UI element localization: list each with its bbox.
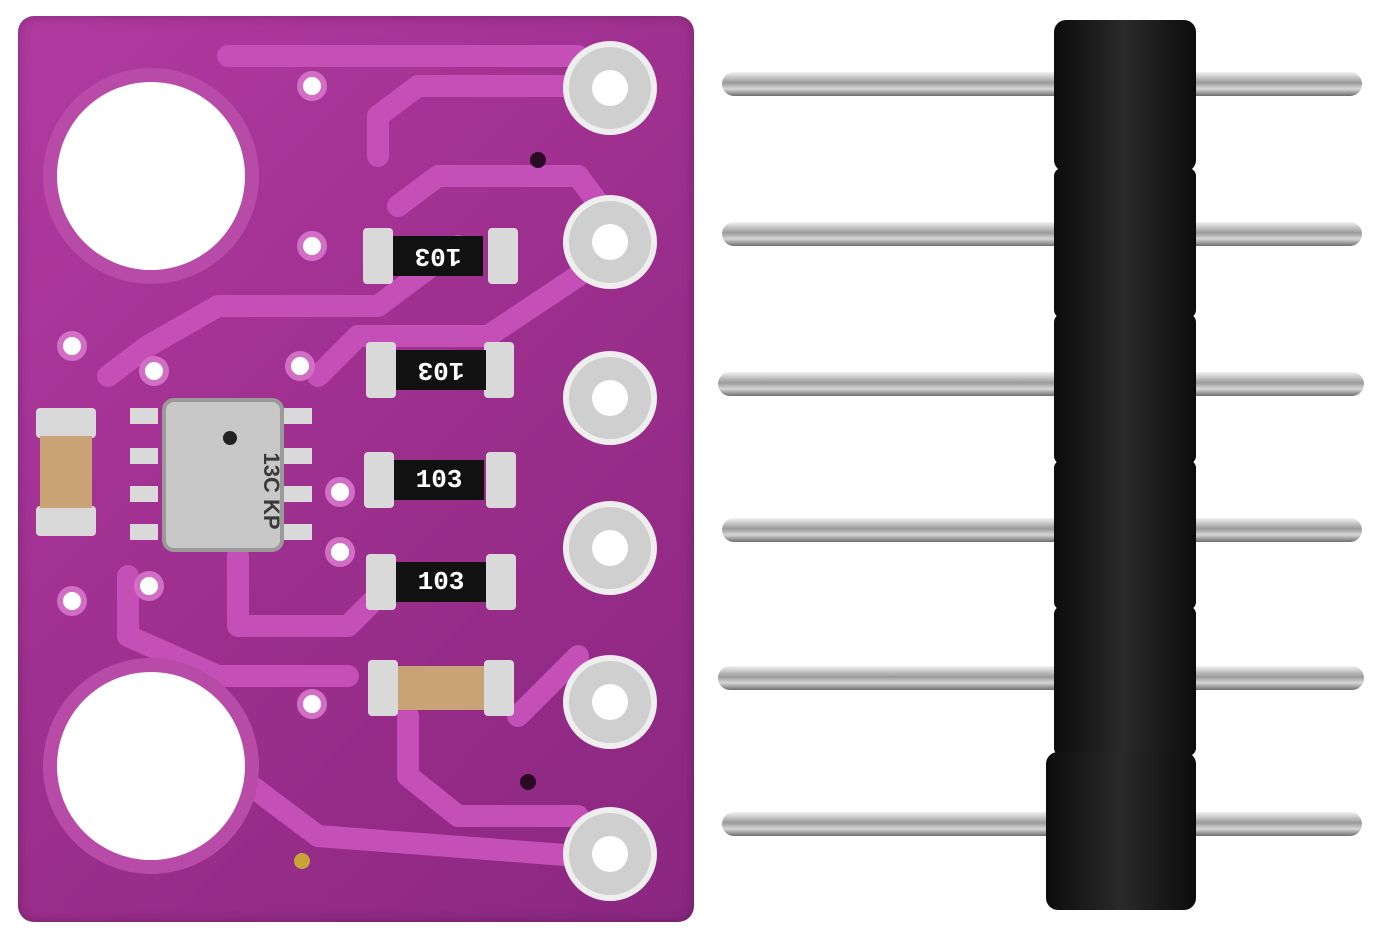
header-pins xyxy=(718,72,1364,836)
pcb-board: 103 103 103 103 13C KP xyxy=(18,16,694,922)
header-pin-2 xyxy=(722,222,1362,246)
capacitor-left xyxy=(40,436,92,508)
header-plastic-body xyxy=(1046,20,1196,910)
sensor-pads xyxy=(130,408,312,540)
sensor-port xyxy=(223,431,237,445)
resistor-r4: 103 xyxy=(396,562,486,602)
pcb-traces xyxy=(97,45,619,867)
edge-pads xyxy=(563,41,657,901)
small-dark-vias xyxy=(294,152,546,869)
header-pin-3 xyxy=(718,372,1364,396)
resistor-pads xyxy=(36,228,518,716)
header-pin-5 xyxy=(718,666,1364,690)
vias xyxy=(57,71,355,719)
mounting-holes xyxy=(43,68,259,874)
header-pin-1 xyxy=(722,72,1362,96)
header-pin-4 xyxy=(722,518,1362,542)
pcb-artwork xyxy=(36,41,657,901)
resistor-r3: 103 xyxy=(394,460,484,500)
pressure-sensor-chip xyxy=(162,398,284,552)
capacitor-bottom xyxy=(398,666,484,710)
header-pin-6 xyxy=(722,812,1362,836)
